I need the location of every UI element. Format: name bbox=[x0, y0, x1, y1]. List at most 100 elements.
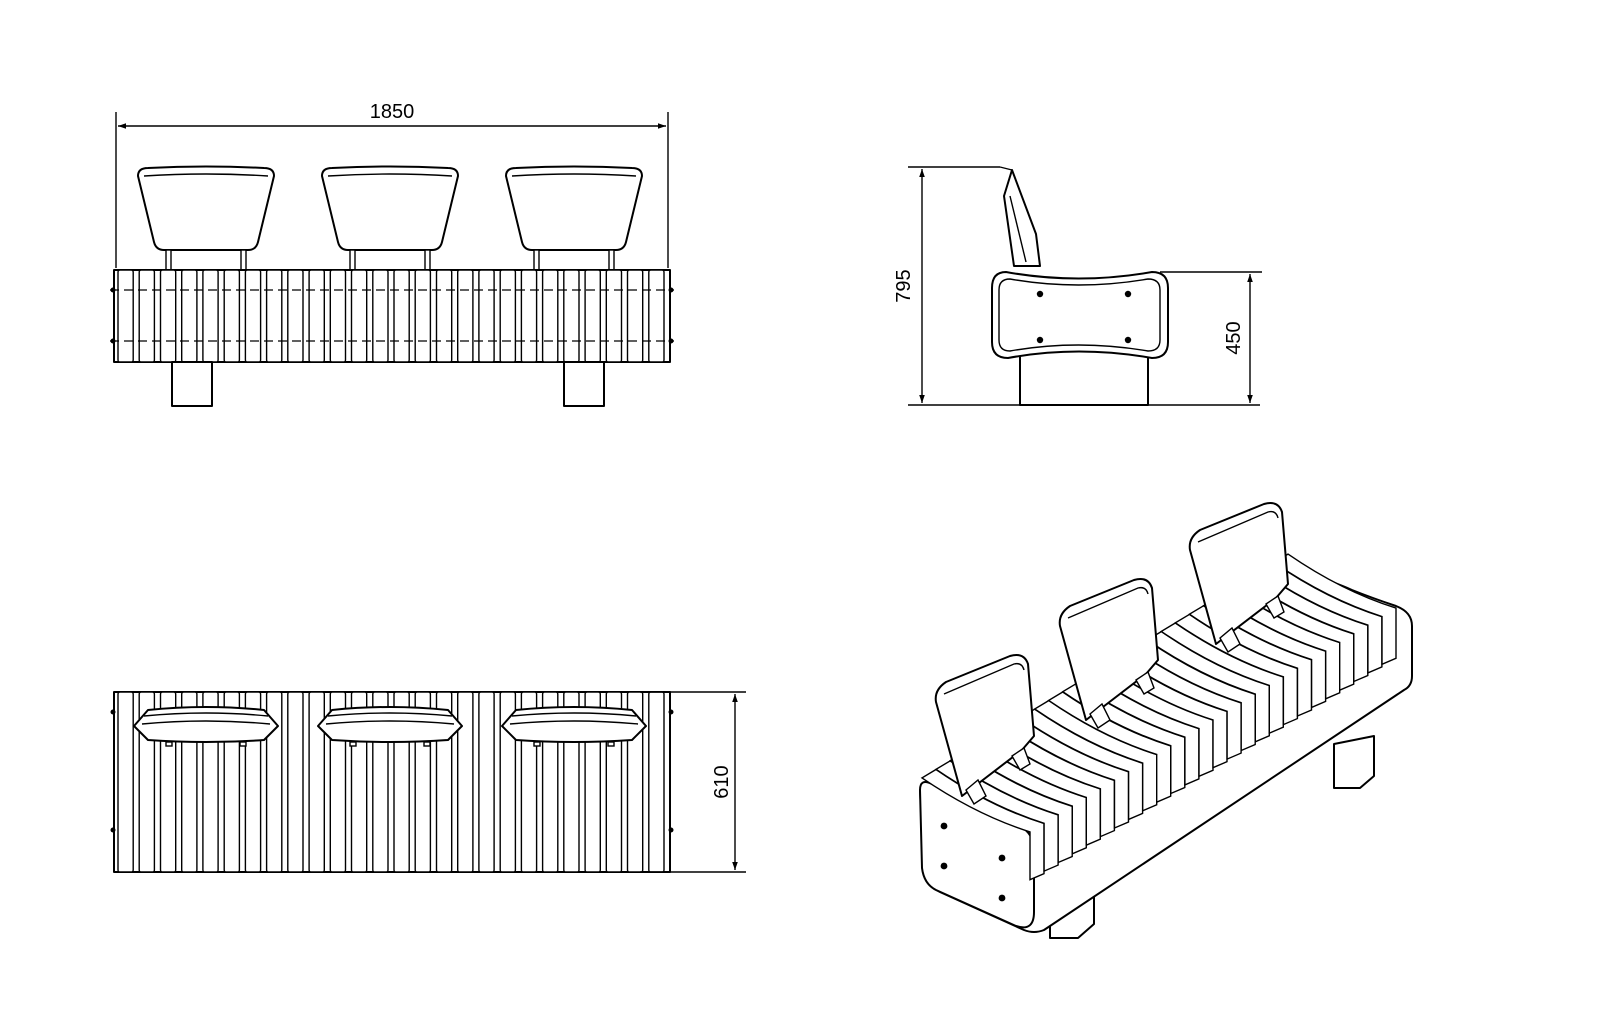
front-seat-back-post bbox=[424, 249, 431, 271]
iso-seat-back bbox=[1188, 502, 1289, 645]
plan-slat bbox=[648, 691, 665, 873]
front-slat bbox=[287, 269, 304, 363]
bolt-icon bbox=[998, 894, 1006, 902]
bolt-icon bbox=[668, 709, 674, 715]
iso-seat-back bbox=[1058, 578, 1159, 721]
depth-dimension-label: 610 bbox=[711, 765, 733, 798]
bolt-icon bbox=[1036, 336, 1044, 344]
front-slat bbox=[563, 269, 580, 363]
side-seat-height-dimension: 450 bbox=[1160, 271, 1262, 403]
front-slat bbox=[541, 269, 559, 363]
front-slat bbox=[520, 269, 538, 363]
front-slat bbox=[435, 269, 453, 363]
bolt-icon bbox=[668, 827, 674, 833]
front-seat-back bbox=[137, 165, 275, 251]
front-slat bbox=[223, 269, 241, 363]
front-width-dimension: 1850 bbox=[115, 101, 669, 268]
plan-seat-back-post bbox=[349, 741, 357, 747]
front-seat-back-edge bbox=[327, 173, 453, 177]
front-slat bbox=[626, 269, 644, 363]
plan-seat-back bbox=[501, 706, 647, 743]
total-height-dimension-label: 795 bbox=[893, 269, 915, 302]
plan-slat bbox=[308, 691, 326, 873]
front-slat bbox=[180, 269, 198, 363]
front-slat bbox=[329, 269, 347, 363]
front-slat bbox=[414, 269, 432, 363]
plan-slat bbox=[457, 691, 474, 873]
plan-slat bbox=[287, 691, 304, 873]
front-slat bbox=[350, 269, 368, 363]
width-dimension-label: 1850 bbox=[370, 101, 415, 123]
iso-seat-back-post bbox=[965, 778, 987, 805]
bolt-icon bbox=[1124, 336, 1132, 344]
front-slat bbox=[308, 269, 326, 363]
front-slat bbox=[265, 269, 283, 363]
iso-slat bbox=[1272, 553, 1397, 666]
plan-seat-back-post bbox=[239, 741, 247, 747]
plan-depth-dimension: 610 bbox=[640, 691, 746, 873]
front-slat bbox=[605, 269, 623, 363]
front-seat-back-edge bbox=[143, 173, 269, 177]
iso-seat-back-post bbox=[1011, 746, 1031, 771]
side-elevation-view: 795 450 bbox=[893, 166, 1262, 406]
plan-seat-backs bbox=[133, 706, 647, 747]
plan-seat-back-post bbox=[607, 741, 615, 747]
front-slat bbox=[202, 269, 219, 363]
front-slat bbox=[159, 269, 177, 363]
bolt-icon bbox=[1124, 290, 1132, 298]
plan-seat-back-post bbox=[165, 741, 173, 747]
iso-seat-back-post bbox=[1219, 626, 1241, 653]
isometric-view bbox=[919, 502, 1413, 939]
plan-seat-back bbox=[133, 706, 279, 743]
front-elevation-view: 1850 bbox=[110, 101, 674, 407]
bolt-icon bbox=[998, 854, 1006, 862]
front-leg-right bbox=[563, 361, 605, 407]
front-seat-backs bbox=[137, 165, 643, 271]
front-seat-back-post bbox=[608, 249, 615, 271]
iso-leg-rear bbox=[1333, 735, 1375, 789]
plan-slat bbox=[117, 691, 134, 873]
bolt-icon bbox=[1036, 290, 1044, 298]
iso-seat-back-edge bbox=[1067, 586, 1149, 619]
side-leg bbox=[1019, 349, 1149, 406]
front-slat bbox=[584, 269, 601, 363]
front-seat-back-post bbox=[349, 249, 356, 271]
plan-seat-back bbox=[317, 706, 463, 743]
front-slat bbox=[648, 269, 665, 363]
front-slat bbox=[117, 269, 134, 363]
bolt-icon bbox=[110, 827, 116, 833]
front-seat-back-post bbox=[533, 249, 540, 271]
front-seat-back-post bbox=[240, 249, 247, 271]
plan-seat-back-edge bbox=[143, 712, 269, 717]
plan-slat bbox=[478, 691, 495, 873]
plan-seat-back-edge bbox=[325, 720, 455, 725]
front-leg-left bbox=[171, 361, 213, 407]
front-seat-back-edge bbox=[511, 173, 637, 177]
plan-seat-back-post bbox=[423, 741, 431, 747]
front-slat bbox=[499, 269, 517, 363]
plan-slat bbox=[265, 691, 283, 873]
plan-seat-back-post bbox=[533, 741, 541, 747]
front-slat bbox=[478, 269, 495, 363]
iso-seat-back-post bbox=[1265, 594, 1285, 619]
bolt-icon bbox=[940, 862, 948, 870]
iso-seat-back-post bbox=[1135, 670, 1155, 695]
plan-view: 610 bbox=[110, 691, 746, 873]
side-backrest bbox=[999, 166, 1041, 267]
front-slats bbox=[110, 269, 674, 363]
plan-seat-back-edge bbox=[327, 712, 453, 717]
iso-seat-back-edge bbox=[943, 662, 1025, 695]
iso-seat-back-edge bbox=[1197, 510, 1279, 543]
seat-height-dimension-label: 450 bbox=[1223, 321, 1245, 354]
bolt-icon bbox=[940, 822, 948, 830]
plan-seat-back-edge bbox=[141, 720, 271, 725]
plan-seat-back-edge bbox=[511, 712, 637, 717]
bolt-icon bbox=[110, 709, 116, 715]
front-slat bbox=[393, 269, 410, 363]
front-slat bbox=[457, 269, 474, 363]
front-seat-back bbox=[321, 165, 459, 251]
side-seat-body bbox=[991, 271, 1169, 359]
plan-seat-back-edge bbox=[509, 720, 639, 725]
